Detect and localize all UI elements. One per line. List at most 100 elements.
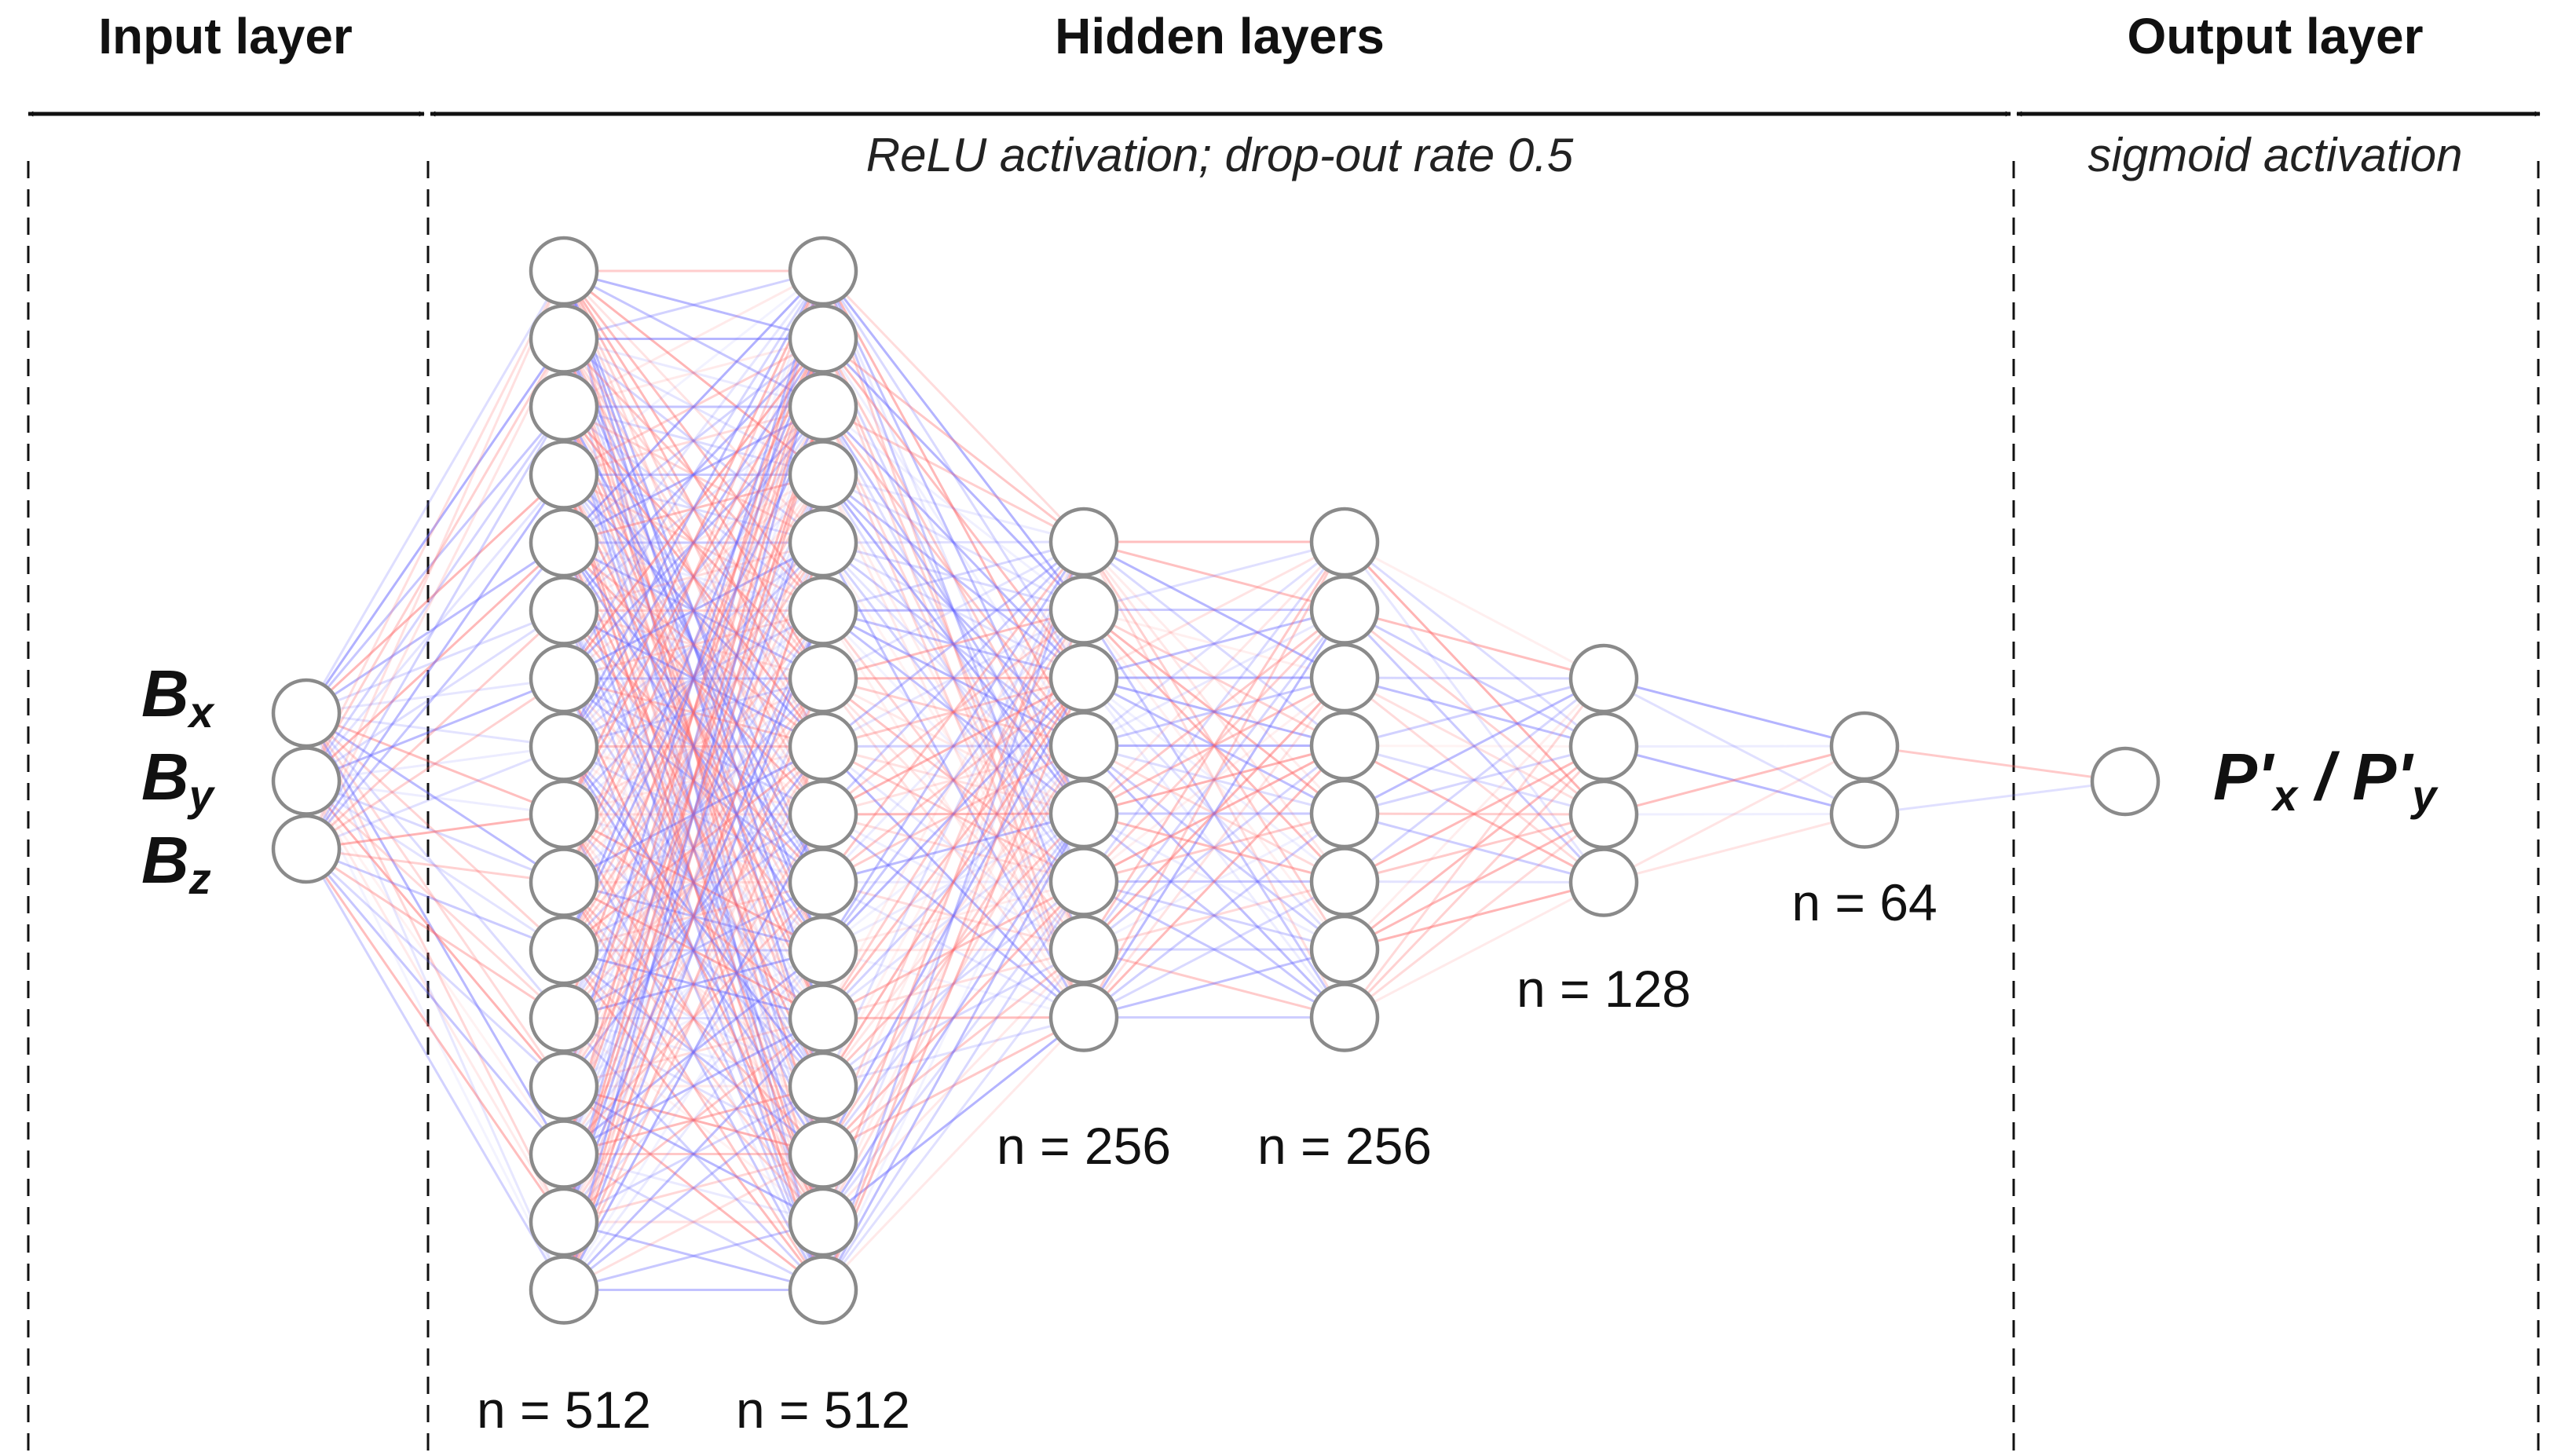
connection-edge xyxy=(821,406,1085,1019)
connection-edge xyxy=(562,270,825,748)
layer-4-node-2 xyxy=(1309,642,1380,713)
layer-1-node-5 xyxy=(529,576,599,646)
connection-edge xyxy=(563,269,824,340)
connection-edge xyxy=(562,609,825,883)
connection-edge xyxy=(562,406,825,1154)
connection-edge xyxy=(822,813,1085,951)
input-label-by: By xyxy=(141,740,216,820)
connection-edge xyxy=(562,270,825,1087)
layer-0-node-2 xyxy=(271,814,342,884)
connection-edge xyxy=(305,406,565,782)
connection-edge xyxy=(563,813,824,952)
connection-edge xyxy=(1344,609,1604,816)
output-label: P'x / P'y xyxy=(2213,740,2439,820)
connection-edge xyxy=(562,949,825,1291)
connection-edge xyxy=(1083,540,1345,747)
connection-edge xyxy=(1082,541,1346,883)
connection-edge xyxy=(562,881,825,1155)
layer-1-node-14 xyxy=(529,1187,599,1257)
connection-edge xyxy=(822,609,1085,679)
connection-edge xyxy=(562,405,825,680)
connection-edge xyxy=(562,270,825,1290)
connection-edge xyxy=(563,269,824,340)
connection-edge xyxy=(563,1220,824,1291)
connection-edge xyxy=(563,338,824,544)
layer-2-node-2 xyxy=(788,371,858,442)
connection-edge xyxy=(562,338,825,1223)
connection-edge xyxy=(563,609,824,816)
connection-edge xyxy=(305,848,565,1291)
connection-edge xyxy=(1603,744,1865,816)
layer-3-node-7 xyxy=(1048,982,1119,1052)
connection-edge xyxy=(562,949,825,1224)
connection-edge xyxy=(562,270,825,679)
connection-edge xyxy=(305,848,565,1155)
connection-edge xyxy=(821,609,1085,883)
connection-edge xyxy=(562,474,825,1019)
connection-edge xyxy=(821,270,1085,679)
connection-edge xyxy=(821,609,1085,883)
connection-edge xyxy=(305,848,565,1223)
connection-edge xyxy=(563,541,824,612)
connection-edge xyxy=(821,677,1085,1291)
layer-size-labels: n = 512 n = 512 n = 256 n = 256 n = 128 … xyxy=(477,873,1937,1439)
connection-edge xyxy=(822,541,1085,611)
connection-edge xyxy=(1603,744,1865,883)
connection-edge xyxy=(562,542,825,1290)
connection-edge xyxy=(563,269,824,476)
connection-edge xyxy=(821,270,1085,747)
layer-1-node-13 xyxy=(529,1119,599,1189)
connection-edge xyxy=(562,474,825,1087)
connection-edge xyxy=(821,269,1085,543)
connection-edge xyxy=(562,609,825,1155)
connection-edge xyxy=(562,474,825,1290)
layer-5-size-label: n = 128 xyxy=(1517,960,1691,1018)
connection-edge xyxy=(1344,677,1604,815)
connection-edge xyxy=(821,474,1085,1019)
connection-edge xyxy=(1344,744,1604,748)
layer-4-node-6 xyxy=(1309,914,1380,985)
layer-1-node-9 xyxy=(529,847,599,917)
connection-edge xyxy=(563,1017,824,1224)
connection-edge xyxy=(562,270,825,1019)
connection-edge xyxy=(1344,881,1604,951)
connection-edge xyxy=(305,270,565,714)
connection-edge xyxy=(1343,745,1605,1019)
connection-edge xyxy=(562,541,825,816)
connection-edge xyxy=(822,880,1085,1019)
connection-edge xyxy=(562,338,825,748)
connection-edge xyxy=(821,813,1085,1291)
connection-edge xyxy=(562,677,825,952)
connection-edge xyxy=(821,609,1085,1291)
connection-edge xyxy=(563,813,824,883)
connection-edge xyxy=(563,677,824,816)
connection-edge xyxy=(306,847,565,952)
connection-edge xyxy=(563,881,824,1088)
connection-edge xyxy=(562,474,825,951)
connection-edge xyxy=(1083,744,1345,815)
connection-edge xyxy=(1344,540,1604,748)
connection-edge xyxy=(822,949,1085,1019)
layer-2-node-9 xyxy=(788,847,858,917)
layer-2-node-0 xyxy=(788,236,858,306)
connection-edge xyxy=(1344,609,1604,748)
connection-edge xyxy=(821,744,1085,1223)
connection-edge xyxy=(822,676,1085,883)
connection-edge xyxy=(562,1017,825,1291)
connection-edge xyxy=(305,474,565,782)
connection-edge xyxy=(1344,676,1604,883)
connection-edge xyxy=(1082,677,1346,1019)
layer-1-size-label: n = 512 xyxy=(477,1381,651,1439)
connection-edge xyxy=(563,338,824,544)
layer-3-node-3 xyxy=(1048,711,1119,781)
connection-edge xyxy=(563,269,824,408)
connection-edge xyxy=(822,609,1085,612)
connection-edge xyxy=(562,406,825,815)
connection-edge xyxy=(1344,677,1604,747)
layer-2-node-3 xyxy=(788,440,858,510)
layer-7-node-0 xyxy=(2090,746,2161,817)
connection-edge xyxy=(821,406,1085,814)
connection-edge xyxy=(562,338,825,951)
connection-edge xyxy=(563,745,824,816)
connection-edge xyxy=(1344,540,1604,680)
